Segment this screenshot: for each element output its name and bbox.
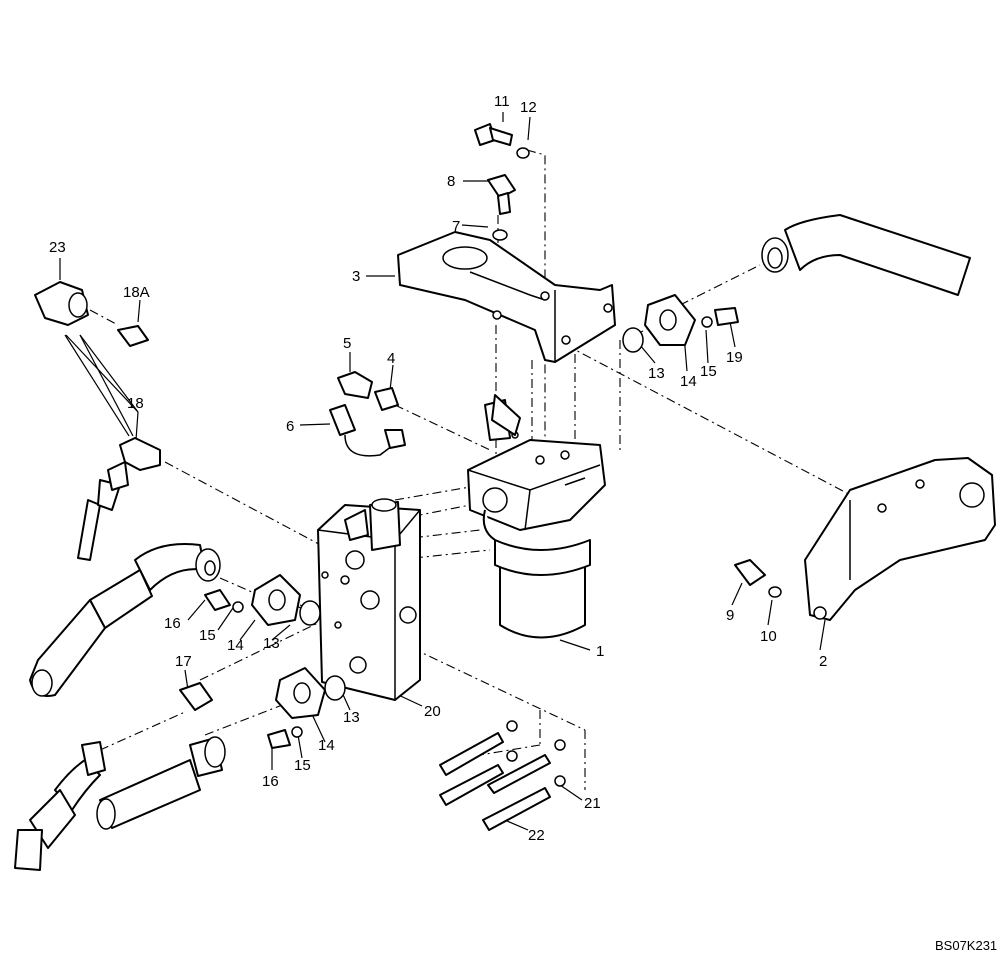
callout-15-right: 15 (700, 363, 717, 380)
callout-3: 3 (352, 268, 360, 285)
callout-14-middle: 14 (227, 637, 244, 654)
callout-23: 23 (49, 239, 66, 256)
o-ring-13-right (622, 327, 644, 353)
callout-20: 20 (424, 703, 441, 720)
callout-18: 18 (127, 395, 144, 412)
callout-13-middle: 13 (263, 635, 280, 652)
lower-hose (96, 736, 226, 830)
callout-9: 9 (726, 607, 734, 624)
callout-13-right: 13 (648, 365, 665, 382)
fitting-23 (34, 281, 89, 326)
left-hose-top (77, 479, 121, 561)
callout-10: 10 (760, 628, 777, 645)
drawing-reference: BS07K231 (935, 938, 997, 953)
left-hose-bottom (14, 741, 106, 871)
washer-10 (768, 586, 782, 598)
washer-15-right (701, 316, 713, 328)
callout-14-lower: 14 (318, 737, 335, 754)
bolt-11 (474, 123, 513, 146)
left-hose-middle (29, 543, 221, 697)
callout-6: 6 (286, 418, 294, 435)
rear-bracket (804, 457, 996, 621)
callout-15-middle: 15 (199, 627, 216, 644)
callout-8: 8 (447, 173, 455, 190)
valve-block (317, 498, 421, 701)
long-bolts-22 (439, 732, 551, 831)
callout-13-lower: 13 (343, 709, 360, 726)
callout-5: 5 (343, 335, 351, 352)
washer-12 (516, 147, 530, 159)
callout-18A: 18A (123, 284, 150, 301)
flange-14-middle (251, 574, 301, 626)
upper-right-hose (761, 214, 971, 296)
fitting-5 (337, 371, 373, 399)
callout-16-lower: 16 (262, 773, 279, 790)
washer-7 (492, 229, 508, 241)
callout-15-lower: 15 (294, 757, 311, 774)
o-ring-13-lower (324, 675, 346, 701)
callout-7: 7 (452, 218, 460, 235)
fitting-18 (107, 437, 161, 491)
callout-16-middle: 16 (164, 615, 181, 632)
bolt-19 (714, 307, 739, 326)
fitting-17 (179, 682, 213, 711)
mounting-bracket (397, 231, 616, 363)
o-ring-13-middle (299, 600, 321, 626)
bolt-16-lower (267, 729, 291, 749)
callout-1: 1 (596, 643, 604, 660)
callout-14-right: 14 (680, 373, 697, 390)
filter-assembly (467, 394, 606, 639)
callout-19: 19 (726, 349, 743, 366)
fitting-18A (117, 325, 149, 347)
callout-22: 22 (528, 827, 545, 844)
callout-11: 11 (494, 93, 510, 110)
pressure-switch-6 (329, 404, 406, 457)
callout-2: 2 (819, 653, 827, 670)
washer-15-middle (232, 601, 244, 613)
callout-21: 21 (584, 795, 601, 812)
bolt-16-middle (204, 589, 231, 611)
washer-15-lower (291, 726, 303, 738)
flange-14-lower (275, 667, 326, 719)
callout-17: 17 (175, 653, 192, 670)
bolt-9 (734, 559, 766, 586)
washers-21 (506, 720, 566, 787)
flange-14-right (644, 294, 696, 346)
fitting-4 (374, 387, 399, 411)
leader-lines (59, 112, 826, 831)
callout-4: 4 (387, 350, 395, 367)
bolt-8 (487, 174, 516, 215)
callout-labels: 1 2 3 4 5 6 7 8 9 10 11 12 13 13 13 14 1… (49, 93, 827, 844)
callout-12: 12 (520, 99, 537, 116)
